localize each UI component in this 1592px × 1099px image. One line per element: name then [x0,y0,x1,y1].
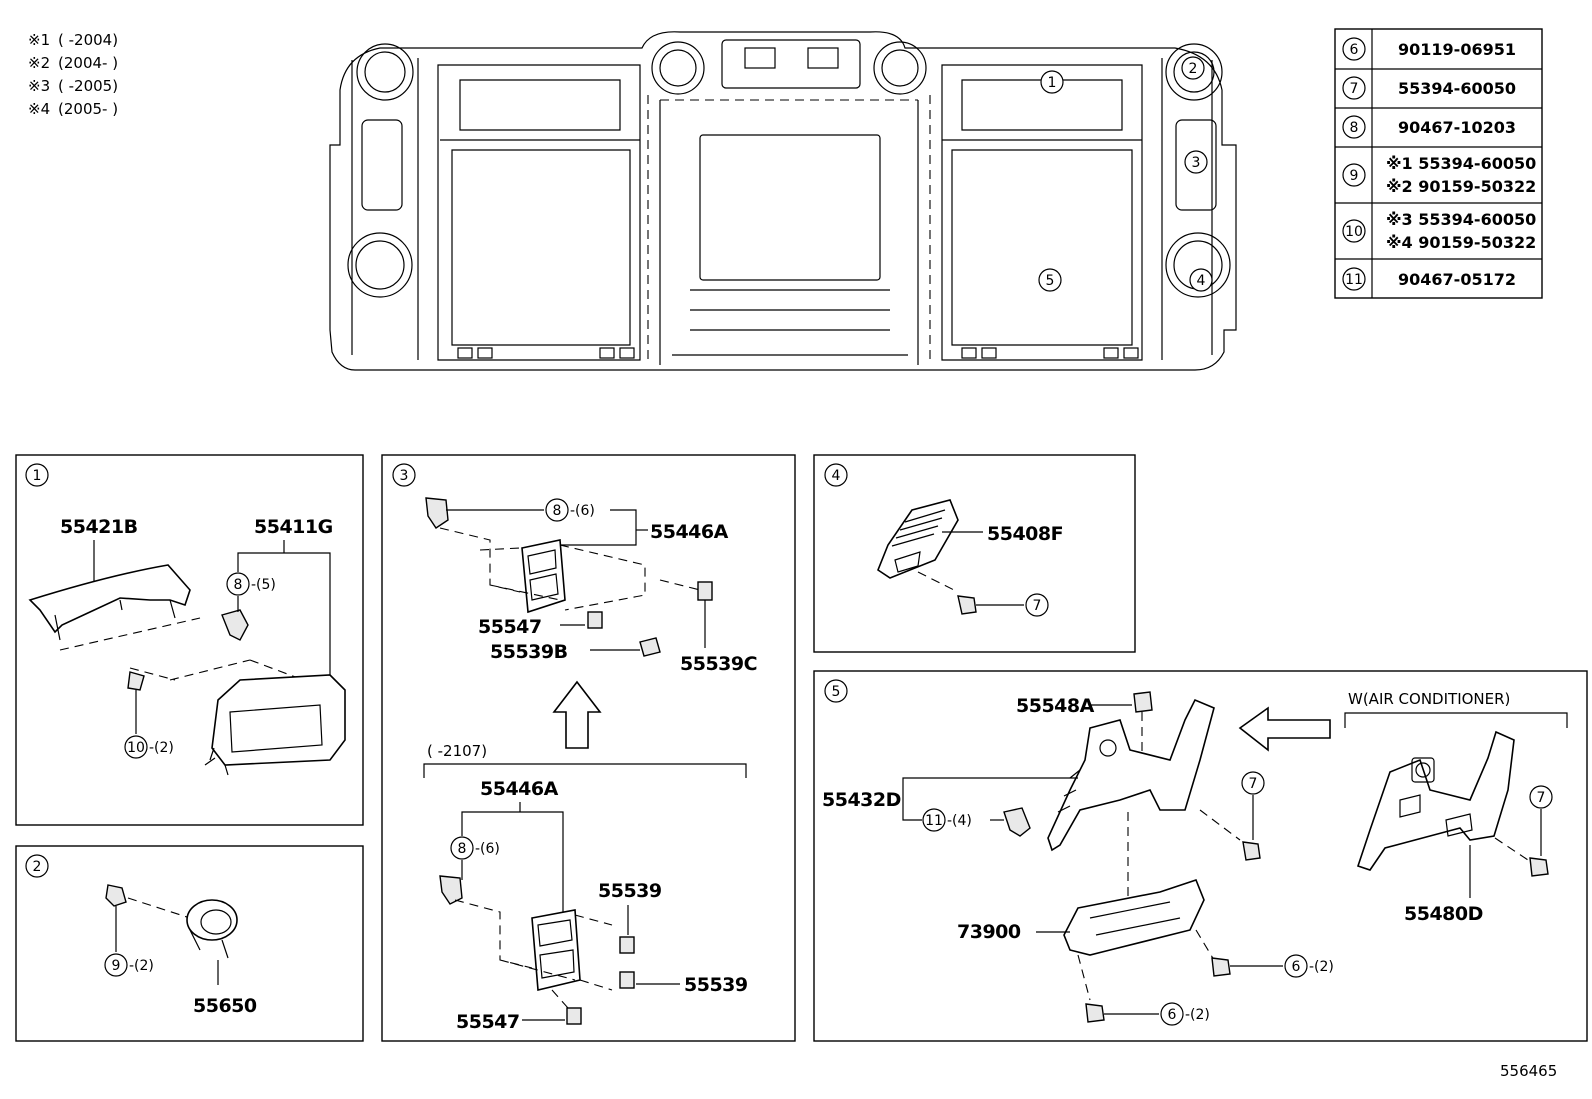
panel-3-callout-8-qty: -(6) [570,503,595,519]
part-number-table: 6 90119-06951 7 55394-60050 8 90467-1020… [1334,28,1543,299]
panel-3-number: 3 [400,468,409,484]
part-55480D: 55480D [1404,903,1483,925]
panel-2-number: 2 [33,859,42,875]
panel-3-callout-8: 8 [553,503,562,519]
panel-5-callout-6b: 6 [1168,1007,1177,1023]
panel-5-condition-label: W(AIR CONDITIONER) [1348,690,1510,708]
note-1-range: ( -2004) [58,31,118,49]
panel-1-callout-8-qty: -(5) [251,577,276,593]
table-ref-6: 6 [1350,42,1359,58]
note-3-mark: ※3 [28,77,50,95]
table-ref-11: 11 [1345,272,1363,288]
overview-callout-3: 3 [1192,155,1201,171]
table-ref-9: 9 [1350,168,1359,184]
table-ref-7: 7 [1350,81,1359,97]
panel-3-variant-label: ( -2107) [427,742,487,760]
overview-callout-4: 4 [1197,273,1206,289]
panel-5-callout-11-qty: -(4) [947,813,972,829]
panel-4-number: 4 [832,468,841,484]
part-55408F: 55408F [987,523,1063,545]
part-55432D: 55432D [822,789,901,811]
panel-5-callout-6a: 6 [1292,959,1301,975]
panel-5-callout-7a: 7 [1249,776,1258,792]
panel-5-callout-11: 11 [925,813,943,829]
part-55539-b: 55539 [684,974,748,996]
panel-1-cluster-hood: 1 55421B 55411G 8 -(5) 10 -(2) [15,454,364,826]
part-55548A: 55548A [1016,695,1095,717]
note-4-range: (2005- ) [58,100,118,118]
note-2-range: (2004- ) [58,54,118,72]
table-part-8: 90467-10203 [1398,118,1516,137]
note-1-mark: ※1 [28,31,50,49]
part-55446A-bottom: 55446A [480,778,559,800]
part-55421B: 55421B [60,516,138,538]
panel-4-callout-7: 7 [1033,598,1042,614]
part-55539-a: 55539 [598,880,662,902]
panel-4-speaker-grille: 4 55408F 7 [813,454,1136,653]
table-part-6: 90119-06951 [1398,40,1516,59]
table-ref-8: 8 [1350,120,1359,136]
part-55650: 55650 [193,995,257,1017]
diagram-id: 556465 [1500,1062,1557,1080]
panel-5-callout-6b-qty: -(2) [1185,1007,1210,1023]
table-part-7: 55394-60050 [1398,79,1516,98]
panel-1-number: 1 [33,468,42,484]
panel-5-number: 5 [832,684,841,700]
panel-5-callout-6a-qty: -(2) [1309,959,1334,975]
part-55547-top: 55547 [478,616,542,638]
panel-3-switch-base: 3 8 -(6) 55446A 55547 55539B 55539C ( -2… [381,454,796,1042]
table-part-9b: ※2 90159-50322 [1386,177,1536,196]
date-notes: ※1 ( -2004) ※2 (2004- ) ※3 ( -2005) ※4 (… [28,31,118,118]
instrument-panel-overview: 1 2 3 4 5 [329,31,1237,371]
part-73900: 73900 [957,921,1021,943]
panel-2-callout-9: 9 [112,958,121,974]
panel-1-callout-8: 8 [234,577,243,593]
note-2-mark: ※2 [28,54,50,72]
overview-callout-1: 1 [1048,75,1057,91]
table-part-9a: ※1 55394-60050 [1386,154,1536,173]
panel-5-lower-panel: 5 55548A 55432D 11 -(4) 7 73900 [813,670,1588,1042]
panel-1-callout-10: 10 [127,740,145,756]
part-55539C: 55539C [680,653,757,675]
table-part-10b: ※4 90159-50322 [1386,233,1536,252]
part-55446A-top: 55446A [650,521,729,543]
panel-3-variant-callout-8: 8 [458,841,467,857]
note-4-mark: ※4 [28,100,50,118]
part-55547-bottom: 55547 [456,1011,520,1033]
table-ref-10: 10 [1345,224,1363,240]
panel-3-variant-callout-8-qty: -(6) [475,841,500,857]
overview-callout-2: 2 [1189,61,1198,77]
note-3-range: ( -2005) [58,77,118,95]
panel-5-callout-7b: 7 [1537,790,1546,806]
overview-callout-5: 5 [1046,273,1055,289]
part-55539B: 55539B [490,641,568,663]
part-55411G: 55411G [254,516,333,538]
panel-1-callout-10-qty: -(2) [149,740,174,756]
table-part-11: 90467-05172 [1398,270,1516,289]
panel-2-callout-9-qty: -(2) [129,958,154,974]
table-part-10a: ※3 55394-60050 [1386,210,1536,229]
panel-2-vent: 2 9 -(2) 55650 [15,845,364,1042]
